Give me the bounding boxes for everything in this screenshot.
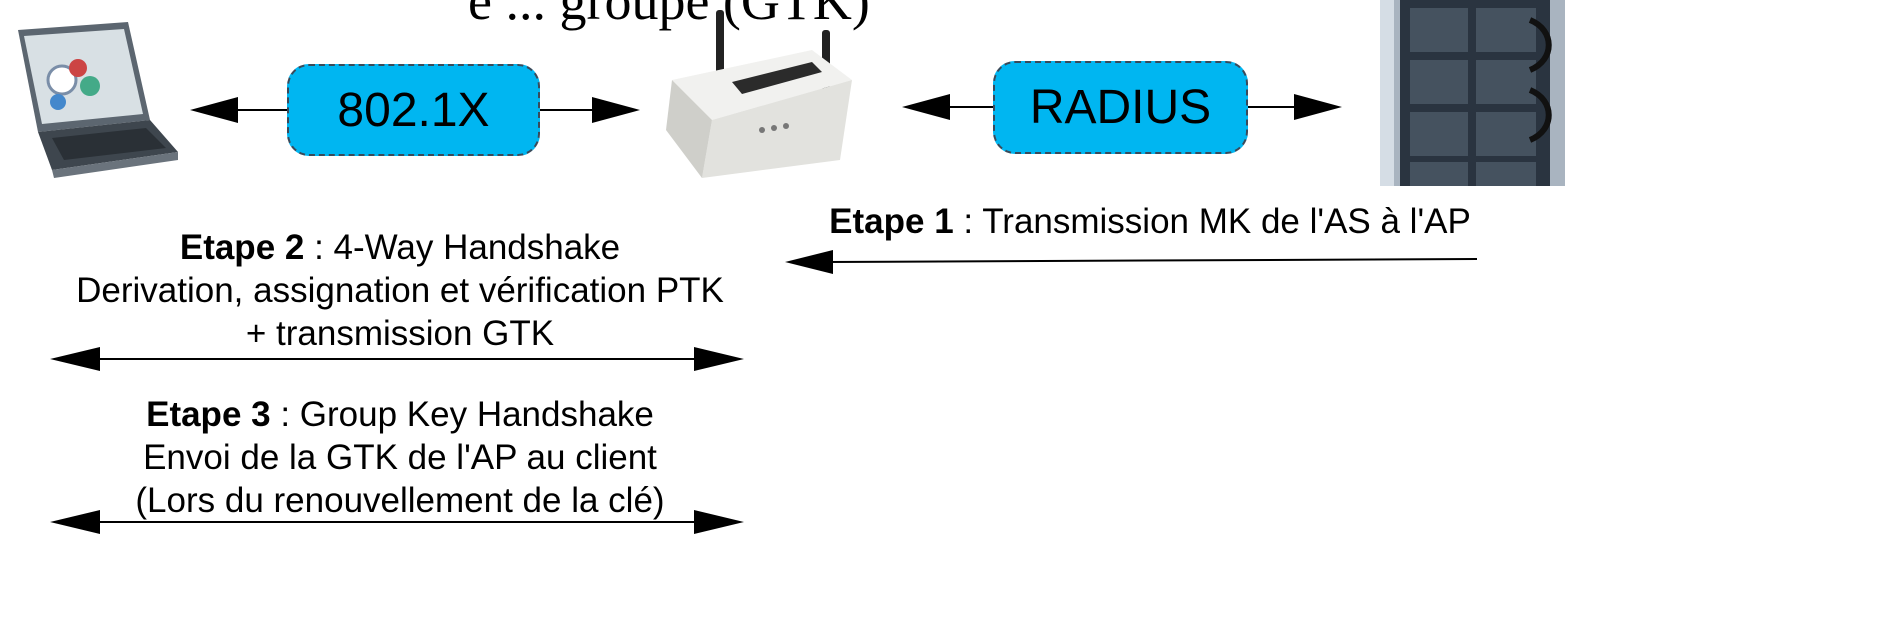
- step2-separator: :: [304, 228, 334, 267]
- protocol-label-802-1x: 802.1X: [337, 83, 490, 137]
- step3-label: Etape 3 : Group Key Handshake Envoi de l…: [40, 393, 760, 522]
- step2-arrow: [50, 347, 744, 371]
- protocol-pill-radius: RADIUS: [993, 61, 1248, 154]
- protocol-pill-802-1x: 802.1X: [287, 64, 540, 156]
- step3-line2: Envoi de la GTK de l'AP au client: [143, 438, 657, 477]
- step2-label: Etape 2 : 4-Way Handshake Derivation, as…: [40, 226, 760, 355]
- step3-separator: :: [270, 395, 300, 434]
- step1-description: Transmission MK de l'AS à l'AP: [982, 202, 1471, 241]
- step1-label: Etape 1 : Transmission MK de l'AS à l'AP: [800, 200, 1500, 243]
- step2-title: Etape 2: [179, 228, 305, 267]
- step1-separator: :: [953, 202, 983, 241]
- server-rack-icon: [1380, 0, 1565, 186]
- step3-line3: (Lors du renouvellement de la clé): [135, 481, 665, 520]
- laptop-icon: [18, 22, 178, 178]
- protocol-label-radius: RADIUS: [1029, 81, 1212, 134]
- step1-title: Etape 1: [829, 202, 954, 241]
- step1-arrow: [785, 250, 1478, 274]
- cut-off-title: e ... groupe (GTK): [468, 0, 870, 31]
- step3-name: Group Key Handshake: [299, 395, 654, 434]
- step2-name: 4-Way Handshake: [333, 228, 621, 267]
- step3-arrow: [50, 510, 744, 534]
- step2-line2: Derivation, assignation et vérification …: [76, 271, 724, 310]
- step3-title: Etape 3: [146, 395, 271, 434]
- wireless-access-point-icon: [666, 10, 852, 178]
- step2-line3: + transmission GTK: [245, 314, 555, 353]
